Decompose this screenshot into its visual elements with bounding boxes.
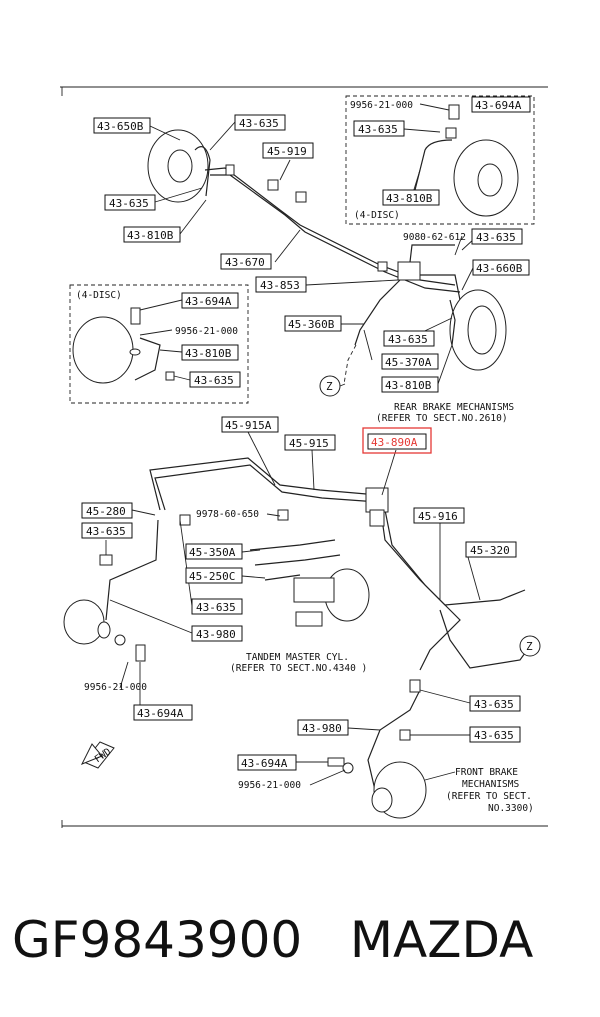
front-fasteners	[114, 509, 354, 774]
rear-note-line1: REAR BRAKE MECHANISMS	[394, 402, 514, 413]
part-number: GF9843900	[12, 911, 303, 969]
callout-label: 43-635	[474, 729, 514, 742]
callout-label: 43-980	[302, 722, 342, 735]
callout-label: 43-853	[260, 279, 300, 292]
callout-label: 43-694A	[241, 757, 288, 770]
callout-label: 43-635	[196, 601, 236, 614]
callout-label: 43-810B	[127, 229, 174, 242]
rear-drum-right	[449, 289, 507, 371]
highlight-box	[362, 427, 432, 454]
front-right-line	[367, 679, 427, 819]
callout-text: 9956-21-000	[84, 682, 147, 693]
callout-label: 45-350A	[189, 546, 236, 559]
callout-label: 43-980	[196, 628, 236, 641]
highlighted-callout-label: 43-890A	[371, 436, 418, 449]
callout-labels: 43-650B 43-635 45-919 43-635 43-810B 43-…	[76, 96, 531, 791]
rear-main-pipe	[204, 167, 461, 293]
rear-junction	[354, 244, 471, 346]
callout-label: 45-919	[267, 145, 307, 158]
callout-label: 43-694A	[185, 295, 232, 308]
brake-line-diagram: 43-650B 43-635 45-919 43-635 43-810B 43-…	[60, 86, 548, 828]
callout-label: 43-635	[476, 231, 516, 244]
z-label-rear: Z	[326, 380, 333, 393]
callout-label: 43-635	[109, 197, 149, 210]
front-left-line	[63, 519, 159, 645]
brand-name: MAZDA	[349, 911, 534, 969]
tandem-master-cylinder	[249, 539, 370, 627]
callout-text: 9978-60-650	[196, 509, 259, 520]
front-main-pipes	[149, 457, 531, 671]
front-4disc-inset	[69, 284, 249, 404]
z-marker-front	[519, 635, 541, 657]
callout-label: 43-810B	[185, 347, 232, 360]
callout-label: 45-280	[86, 505, 126, 518]
callout-label: 43-660B	[476, 262, 523, 275]
callout-label: 43-635	[194, 374, 234, 387]
front-note-line4: NO.3300)	[488, 803, 534, 814]
callout-label: 45-320	[470, 544, 510, 557]
z-label-front: Z	[526, 640, 533, 653]
callout-label: 45-250C	[189, 570, 235, 583]
callout-label: 43-635	[86, 525, 126, 538]
callout-label: 43-670	[225, 256, 265, 269]
front-note-line2: MECHANISMS	[462, 779, 519, 790]
callout-label: 45-916	[418, 510, 458, 523]
callout-text: (4-DISC)	[76, 290, 122, 301]
callout-text: 9956-21-000	[175, 326, 238, 337]
rear-note-line2: (REFER TO SECT.NO.2610)	[376, 413, 508, 424]
rear-4disc-inset	[345, 95, 535, 225]
callout-label: 43-694A	[137, 707, 184, 720]
part-footer: GF9843900 MAZDA	[12, 900, 592, 980]
callout-text: (4-DISC)	[354, 210, 400, 221]
rear-z-link	[343, 344, 357, 385]
callout-label: 43-635	[358, 123, 398, 136]
callout-label: 43-810B	[386, 192, 433, 205]
callout-label: 43-650B	[97, 120, 144, 133]
callout-label: 45-370A	[385, 356, 432, 369]
callout-label: 43-635	[474, 698, 514, 711]
proportioning-valve	[365, 487, 389, 527]
callout-label: 43-810B	[385, 379, 432, 392]
callout-text: 9956-21-000	[238, 780, 301, 791]
callout-label: 45-915	[289, 437, 329, 450]
front-note-line1: FRONT BRAKE	[455, 767, 518, 778]
callout-label: 43-635	[388, 333, 428, 346]
tmc-note-line2: (REFER TO SECT.NO.4340 )	[230, 663, 367, 674]
rear-clips	[225, 164, 388, 272]
callout-text: 9956-21-000	[350, 100, 413, 111]
callout-label: 45-915A	[225, 419, 272, 432]
callout-label: 45-360B	[288, 318, 335, 331]
tmc-note-line1: TANDEM MASTER CYL.	[246, 652, 349, 663]
callout-text: 9080-62-612	[403, 232, 466, 243]
fwd-arrow	[80, 741, 115, 769]
callout-label: 43-635	[239, 117, 279, 130]
front-disc-inset-parts	[72, 307, 175, 384]
front-note-line3: (REFER TO SECT.	[446, 791, 532, 802]
rear-disc-inset-parts	[414, 104, 519, 217]
z-marker-rear-lead	[339, 383, 346, 387]
rear-drum-left	[147, 129, 211, 203]
callout-label: 43-694A	[475, 99, 522, 112]
